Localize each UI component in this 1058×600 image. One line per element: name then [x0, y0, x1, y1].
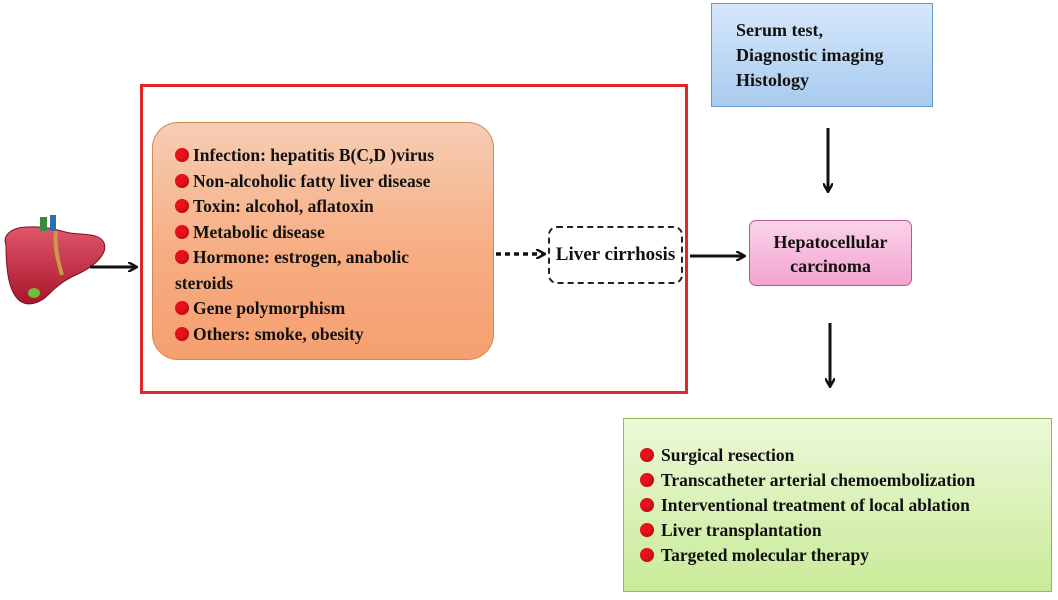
risk-item: Infection: hepatitis B(C,D )virus	[175, 143, 483, 169]
risk-item: Others: smoke, obesity	[175, 322, 483, 348]
treatment-item: Targeted molecular therapy	[640, 543, 1051, 568]
treatment-item: Liver transplantation	[640, 518, 1051, 543]
bullet-dot	[175, 173, 189, 188]
bullet-dot	[175, 326, 189, 341]
bullet-dot	[175, 224, 189, 239]
bullet-dot	[640, 548, 654, 562]
risk-item: Gene polymorphism	[175, 296, 483, 322]
diagnosis-line: Diagnostic imaging	[736, 45, 884, 65]
diagnosis-box: Serum test, Diagnostic imaging Histology	[711, 3, 933, 107]
treatment-item: Interventional treatment of local ablati…	[640, 493, 1051, 518]
bullet-dot	[175, 301, 189, 315]
risk-factors-box: Infection: hepatitis B(C,D )virus Non-al…	[152, 122, 494, 360]
hepatocellular-carcinoma-box: Hepatocellular carcinoma	[749, 220, 912, 286]
bullet-dot	[175, 250, 189, 264]
treatment-item: Surgical resection	[640, 443, 1051, 468]
liver-cirrhosis-box: Liver cirrhosis	[548, 226, 683, 284]
risk-item: Metabolic disease	[175, 220, 483, 246]
bullet-dot	[640, 498, 654, 512]
hcc-label-line: carcinoma	[790, 256, 871, 276]
bullet-dot	[640, 523, 654, 537]
treatment-item: Transcatheter arterial chemoembolization	[640, 468, 1051, 493]
bullet-dot	[175, 199, 189, 213]
diagnosis-line: Histology	[736, 70, 810, 90]
risk-item-continuation: steroids	[175, 272, 234, 293]
bullet-dot	[640, 448, 654, 462]
risk-item: Toxin: alcohol, aflatoxin	[175, 194, 483, 220]
diagnosis-line: Serum test,	[736, 20, 823, 40]
bullet-dot	[640, 473, 654, 487]
treatment-box: Surgical resection Transcatheter arteria…	[623, 418, 1052, 592]
liver-icon	[4, 215, 106, 305]
bullet-dot	[175, 148, 189, 162]
risk-factor-frame	[140, 84, 688, 394]
hcc-label-line: Hepatocellular	[773, 232, 888, 252]
risk-item: Non-alcoholic fatty liver disease	[175, 169, 483, 195]
